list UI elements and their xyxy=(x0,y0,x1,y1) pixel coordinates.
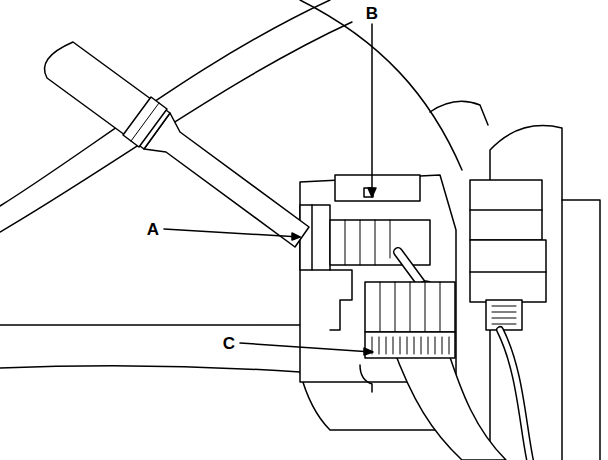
leader-line xyxy=(164,229,300,237)
callout-letter: A xyxy=(147,221,159,238)
leader-arrowhead xyxy=(364,348,373,355)
leader-arrowhead xyxy=(292,233,300,240)
callout-letter: C xyxy=(223,335,235,352)
leader-arrowhead xyxy=(368,188,376,197)
leader-line xyxy=(240,343,372,352)
leader-line xyxy=(371,24,373,196)
callout-letter: B xyxy=(366,5,378,22)
